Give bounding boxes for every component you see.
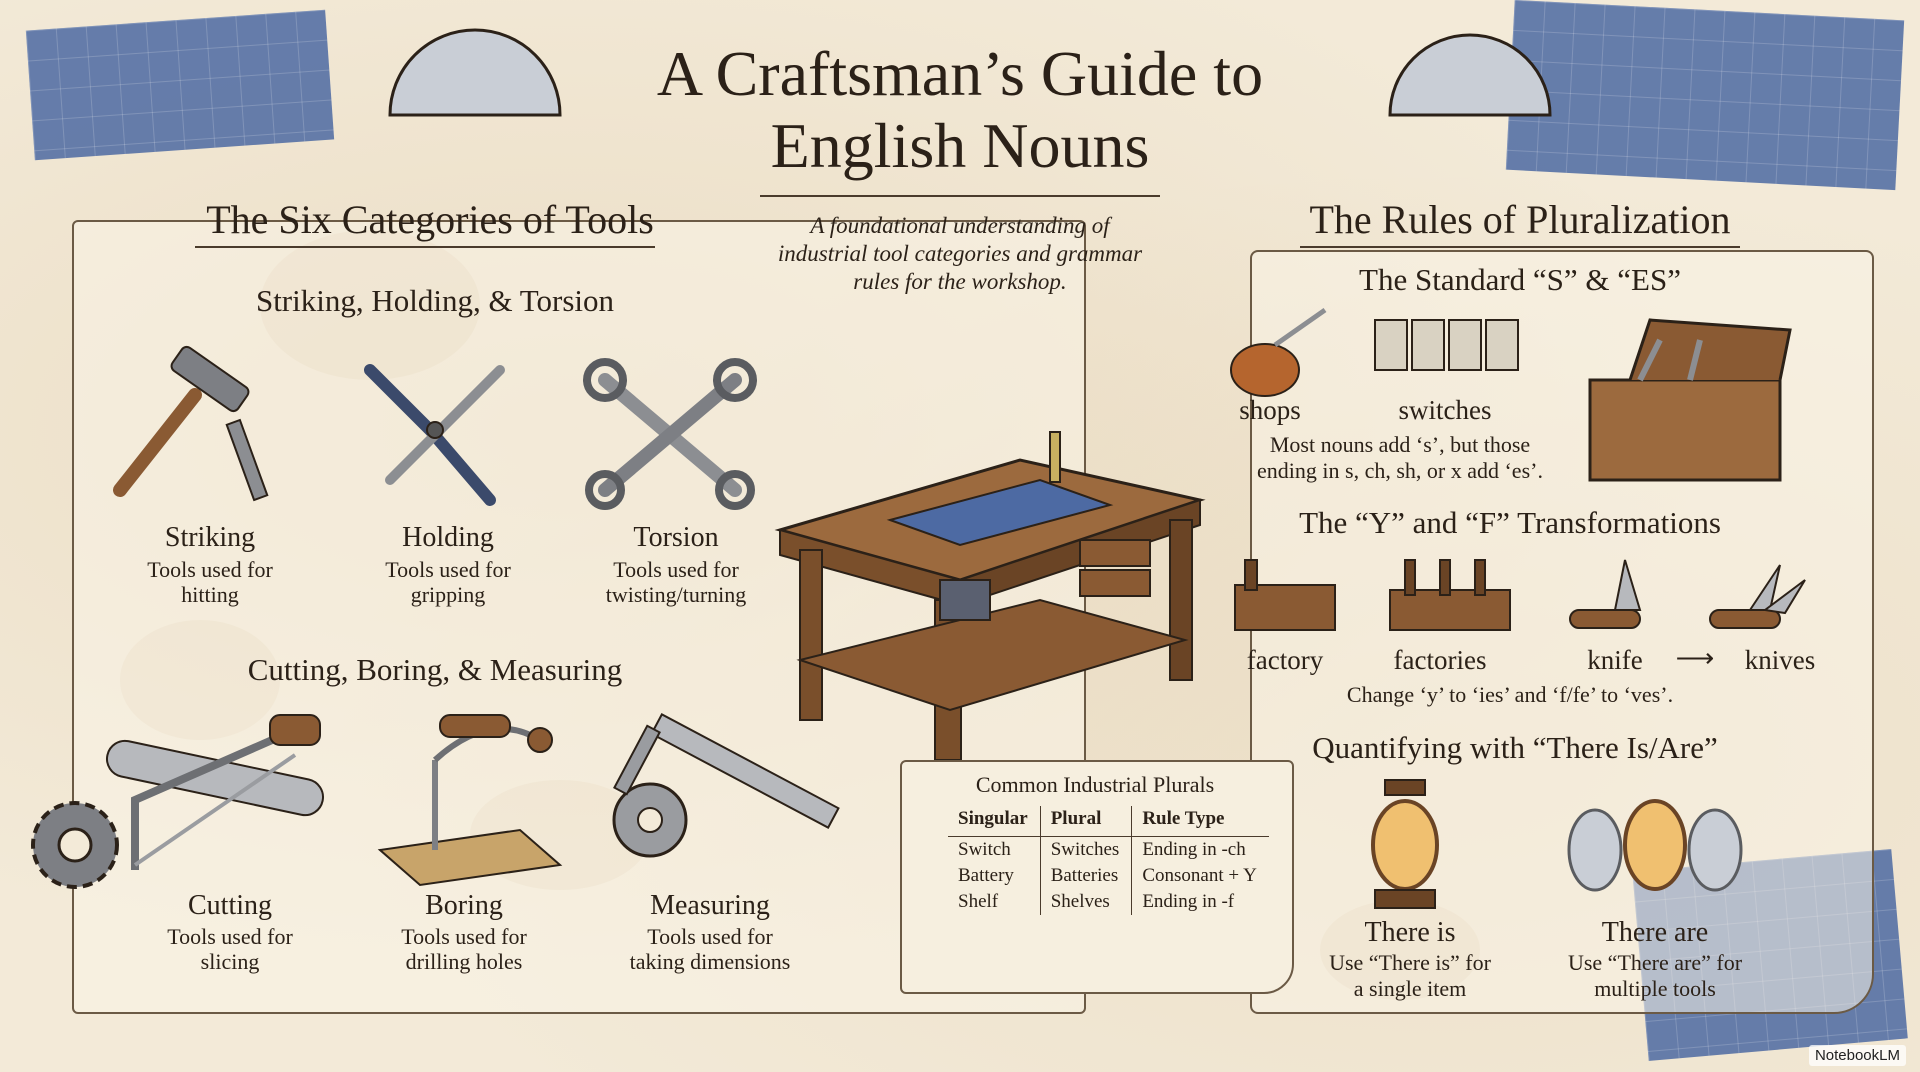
quantify-single-label: There is xyxy=(1364,917,1456,948)
tool-name-holding: Holding xyxy=(402,522,494,553)
table-row: Switch Switches Ending in -ch xyxy=(948,836,1269,863)
left-heading-underline xyxy=(195,246,655,248)
page-title-line1: A Craftsman’s Guide to xyxy=(656,38,1264,109)
transform-word-factories: factories xyxy=(1393,645,1487,675)
intro-line3: rules for the workshop. xyxy=(853,269,1067,294)
standard-note-line1: Most nouns add ‘s’, but those xyxy=(1269,432,1531,457)
tool-desc1-boring: Tools used for xyxy=(401,924,527,949)
knife-icon xyxy=(1569,559,1642,629)
lanterns-icon xyxy=(1567,799,1743,892)
lantern-icon xyxy=(1371,779,1439,909)
standard-heading: The Standard “S” & “ES” xyxy=(1359,262,1681,297)
tool-desc1-cutting: Tools used for xyxy=(167,924,293,949)
switches-icon xyxy=(1374,319,1519,371)
tool-desc2-measuring: taking dimensions xyxy=(629,949,791,974)
tool-name-measuring: Measuring xyxy=(650,890,770,921)
toolbox-icon xyxy=(1588,318,1792,482)
right-section-heading: The Rules of Pluralization xyxy=(1309,197,1731,242)
transform-note: Change ‘y’ to ‘ies’ and ‘f/fe’ to ‘ves’. xyxy=(1346,682,1674,707)
table-cell: Ending in -ch xyxy=(1131,836,1269,863)
table-cell: Battery xyxy=(958,865,1014,886)
table-cell: Switch xyxy=(958,839,1011,860)
left-section-heading: The Six Categories of Tools xyxy=(206,197,654,242)
plurals-table-wrap: Singular Plural Rule Type Switch Switche… xyxy=(948,806,1269,915)
plurals-table: Singular Plural Rule Type Switch Switche… xyxy=(948,806,1269,915)
quantify-multi-desc1: Use “There are” for xyxy=(1567,950,1743,975)
tool-desc1-striking: Tools used for xyxy=(147,557,273,582)
table-cell: Shelf xyxy=(958,891,999,912)
intro-line2: industrial tool categories and grammar xyxy=(777,241,1143,266)
factories-icon xyxy=(1389,559,1511,631)
standard-word-switches: switches xyxy=(1398,395,1492,425)
standard-word-shops: shops xyxy=(1239,395,1301,425)
group2-heading: Cutting, Boring, & Measuring xyxy=(247,652,623,687)
table-header: Singular xyxy=(948,806,1041,837)
oil-can-icon xyxy=(1230,307,1327,397)
table-cell: Batteries xyxy=(1039,863,1132,889)
tool-desc2-boring: drilling holes xyxy=(405,949,523,974)
quantify-multi-desc2: multiple tools xyxy=(1594,976,1716,1001)
knives-icon xyxy=(1709,564,1806,629)
hand-drill-icon xyxy=(377,714,563,887)
transform-word-knives: knives xyxy=(1744,645,1816,675)
protractor-icon xyxy=(1388,33,1552,117)
quantify-single-desc2: a single item xyxy=(1353,976,1467,1001)
notebooklm-watermark: NotebookLM xyxy=(1808,1045,1906,1066)
table-cell: Shelves xyxy=(1039,889,1132,915)
workbench-illustration xyxy=(774,431,1206,761)
protractor-icon xyxy=(388,28,562,117)
tool-desc2-cutting: slicing xyxy=(200,949,260,974)
table-cell: Consonant + Y xyxy=(1131,863,1269,889)
tool-name-torsion: Torsion xyxy=(633,522,719,553)
hammer-icon xyxy=(113,345,269,502)
table-header: Rule Type xyxy=(1131,806,1269,837)
quantify-single-desc1: Use “There is” for xyxy=(1329,950,1491,975)
blueprint-top-right xyxy=(1505,0,1905,191)
hacksaw-icon xyxy=(106,714,324,870)
intro-line1: A foundational understanding of xyxy=(810,213,1110,238)
tool-name-striking: Striking xyxy=(164,522,256,553)
tool-desc2-torsion: twisting/turning xyxy=(605,582,747,607)
transform-heading: The “Y” and “F” Transformations xyxy=(1299,505,1721,540)
arrow-right-icon: ⟶ xyxy=(1675,643,1715,673)
title-underline xyxy=(760,195,1160,197)
wrench-icon xyxy=(583,358,757,510)
table-header: Plural xyxy=(1039,806,1132,837)
tool-name-boring: Boring xyxy=(425,890,503,921)
quantify-multi-label: There are xyxy=(1601,917,1709,948)
page-title-line2: English Nouns xyxy=(770,110,1150,181)
caliper-icon xyxy=(612,712,840,858)
pliers-icon xyxy=(364,364,505,506)
table-cell: Switches xyxy=(1039,836,1132,863)
gear-icon xyxy=(31,801,119,889)
right-heading-underline xyxy=(1300,246,1740,248)
tool-desc2-holding: gripping xyxy=(410,582,486,607)
standard-note-line2: ending in s, ch, sh, or x add ‘es’. xyxy=(1257,458,1543,483)
table-title: Common Industrial Plurals xyxy=(975,772,1215,797)
factory-icon xyxy=(1234,559,1336,631)
tool-desc1-torsion: Tools used for xyxy=(613,557,739,582)
tool-desc2-striking: hitting xyxy=(181,582,239,607)
tool-name-cutting: Cutting xyxy=(187,890,272,921)
table-cell: Ending in -f xyxy=(1131,889,1269,915)
group1-heading: Striking, Holding, & Torsion xyxy=(255,283,615,318)
table-row: Shelf Shelves Ending in -f xyxy=(948,889,1269,915)
transform-word-factory: factory xyxy=(1246,645,1324,675)
quantify-heading: Quantifying with “There Is/Are” xyxy=(1312,730,1718,765)
transform-word-knife: knife xyxy=(1587,645,1643,675)
tool-desc1-measuring: Tools used for xyxy=(647,924,773,949)
blueprint-top-left xyxy=(25,9,335,161)
tool-desc1-holding: Tools used for xyxy=(385,557,511,582)
table-row: Battery Batteries Consonant + Y xyxy=(948,863,1269,889)
